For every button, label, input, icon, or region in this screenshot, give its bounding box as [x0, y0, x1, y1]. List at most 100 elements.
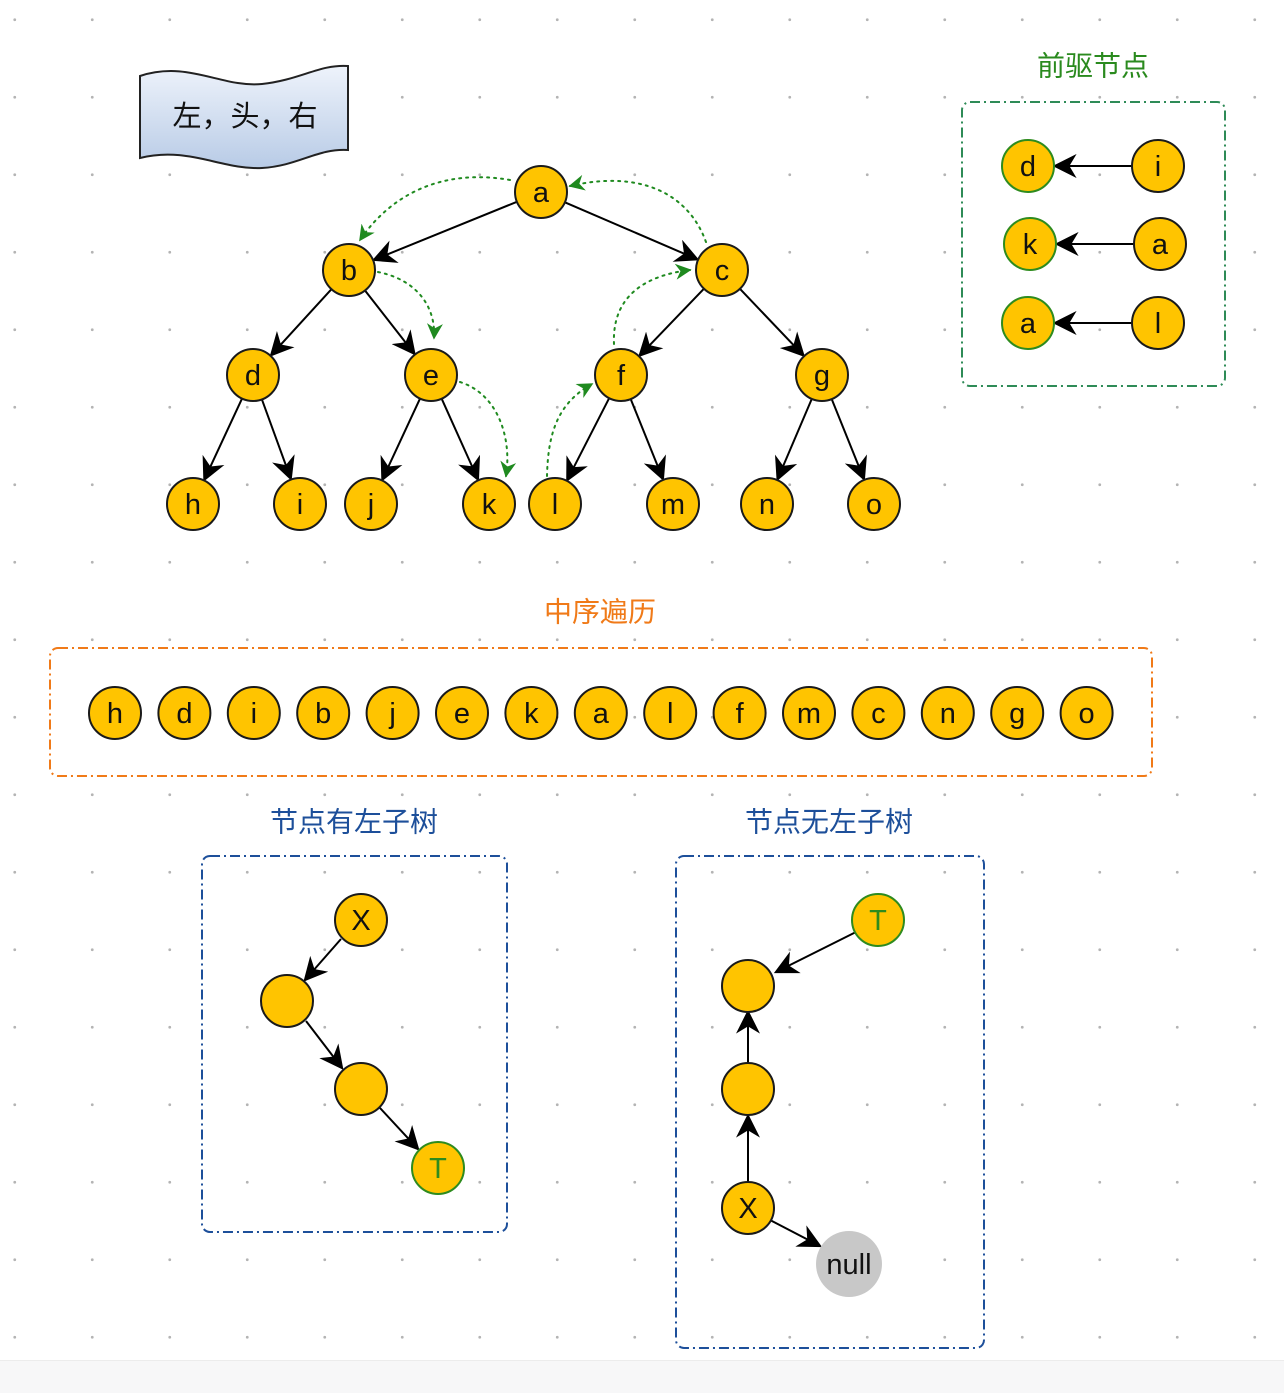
inorder-node: k — [504, 686, 559, 740]
inorder-node-label: h — [107, 698, 123, 730]
tree-node-a: a — [514, 165, 568, 219]
case-no-left-subtree: 节点无左子树 T X null — [675, 807, 985, 1349]
tree-node-e-label: e — [423, 360, 439, 392]
tree-node-c: c — [695, 243, 749, 297]
tree-edges — [202, 200, 867, 483]
thread-arrow-a-b — [359, 176, 511, 242]
case-right-edge-x-null — [769, 1219, 823, 1248]
successor-node-label: a — [1152, 229, 1169, 261]
inorder-node-label: g — [1009, 698, 1025, 730]
inorder-title: 中序遍历 — [544, 597, 656, 628]
inorder-node-label: n — [940, 698, 956, 730]
tree-node-l-label: l — [552, 489, 558, 521]
inorder-node-label: f — [736, 698, 745, 730]
tree-node-h: h — [166, 477, 220, 531]
inorder-node-label: j — [388, 698, 395, 730]
case-right-node-t: T — [851, 893, 905, 947]
inorder-node-label: m — [797, 698, 821, 730]
inorder-node-label: l — [667, 698, 673, 730]
thread-arrow-e-k — [459, 381, 517, 478]
case-right-node-x: X — [721, 1181, 775, 1235]
tree-node-m-label: m — [661, 489, 685, 521]
inorder-node: e — [435, 686, 489, 740]
successor-node-label: l — [1155, 308, 1161, 340]
tree-node-b: b — [322, 243, 376, 297]
case-right-title: 节点无左子树 — [745, 807, 913, 838]
case-left-node-left-child — [260, 974, 314, 1028]
tree-edge-a-c — [564, 201, 700, 262]
successor-node: i — [1131, 139, 1185, 193]
tree-edge-g-n — [775, 398, 813, 482]
tree-edge-c-g — [739, 288, 806, 358]
case-left-node-x-label: X — [351, 905, 370, 937]
case-left-edge-child-grandchild — [305, 1020, 344, 1070]
tree-edge-b-e — [364, 289, 416, 356]
tree-node-n: n — [740, 477, 794, 531]
tree-node-o-label: o — [866, 489, 882, 521]
inorder-node-label: d — [176, 698, 192, 730]
inorder-node: c — [851, 686, 906, 740]
case-right-node-middle — [721, 1062, 775, 1116]
case-left-edge-grandchild-t — [379, 1107, 420, 1151]
predecessor-node-label: k — [1023, 229, 1038, 261]
successor-node: l — [1131, 296, 1185, 350]
tree-node-f-label: f — [617, 360, 626, 392]
tree-node-j: j — [344, 477, 398, 531]
case-left-edge-x-child — [303, 938, 342, 982]
tree-edge-d-h — [202, 398, 243, 482]
predecessor-node: a — [1001, 296, 1055, 350]
predecessor-node: k — [1003, 217, 1057, 271]
inorder-node: o — [1059, 686, 1114, 740]
tree-node-c-label: c — [715, 255, 730, 287]
tree-node-e: e — [404, 348, 458, 402]
tree-node-o: o — [847, 477, 901, 531]
tree-node-d-label: d — [245, 360, 261, 392]
tree-node-l: l — [528, 477, 582, 531]
bottom-scroll-area — [0, 1360, 1284, 1393]
case-right-node-parent — [721, 959, 775, 1013]
case-left-title: 节点有左子树 — [270, 807, 438, 838]
predecessor-node: d — [1001, 139, 1055, 193]
inorder-node: l — [643, 686, 698, 740]
inorder-node: j — [365, 686, 420, 740]
tree-edge-d-i — [260, 399, 295, 481]
case-left-frame — [201, 855, 508, 1233]
tree-node-g: g — [795, 348, 849, 402]
inorder-node: a — [573, 686, 628, 740]
predecessor-node-label: a — [1020, 308, 1037, 340]
tree-thread-arrows — [359, 174, 707, 478]
tree-node-g-label: g — [814, 360, 830, 392]
tree-edge-g-o — [830, 398, 867, 482]
predecessor-node-label: d — [1020, 151, 1036, 183]
successor-node-label: i — [1155, 151, 1161, 183]
tree-node-m: m — [646, 477, 700, 531]
tree-edge-f-m — [629, 398, 666, 482]
inorder-node: m — [782, 686, 836, 740]
tree-node-k: k — [462, 477, 516, 531]
tree-node-i: i — [273, 477, 327, 531]
thread-arrow-f-c — [612, 263, 692, 345]
tree-node-a-label: a — [533, 177, 550, 209]
tree-node-f: f — [594, 348, 648, 402]
inorder-node: f — [712, 686, 767, 740]
case-right-edge-t-parent — [773, 931, 857, 974]
predecessor-title: 前驱节点 — [1037, 51, 1149, 82]
tree-node-k-label: k — [482, 489, 497, 521]
case-right-null-node: null — [816, 1231, 882, 1297]
inorder-node: g — [990, 686, 1045, 740]
inorder-node-label: o — [1079, 698, 1095, 730]
tree-node-n-label: n — [759, 489, 775, 521]
thread-arrow-b-e — [377, 271, 443, 340]
inorder-node: h — [88, 686, 142, 740]
predecessor-frame — [961, 101, 1226, 387]
banner-shape — [139, 64, 349, 170]
case-right-node-x-label: X — [738, 1193, 757, 1225]
